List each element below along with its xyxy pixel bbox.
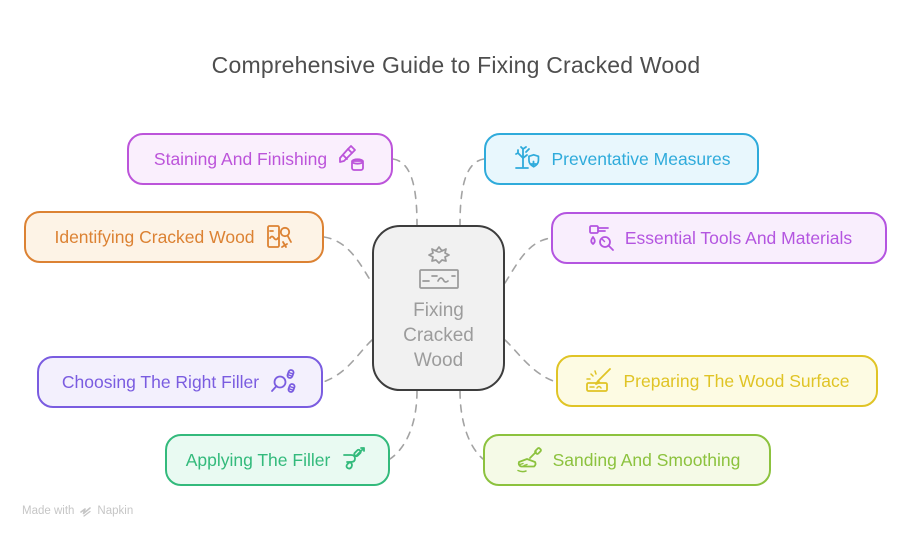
sanding-block-icon [514,445,544,475]
node-label: Choosing The Right Filler [61,371,260,392]
tools-wrench-icon [586,223,616,253]
node-label: Essential Tools And Materials [624,227,853,248]
cracked-wood-icon [418,243,460,290]
node-label: Sanding And Smoothing [552,449,741,470]
node-label: Preparing The Wood Surface [623,370,850,391]
node-preventative-measures[interactable]: Preventative Measures [484,133,759,185]
connector-preventative [459,158,485,226]
magnifier-screws-icon [268,367,298,397]
node-preparing-the-wood-surface[interactable]: Preparing The Wood Surface [556,355,878,407]
page-title: Comprehensive Guide to Fixing Cracked Wo… [211,52,701,78]
connector-identifying [323,236,373,284]
node-label: Preventative Measures [551,148,731,169]
connector-staining [392,158,418,226]
caulk-gun-icon [339,445,369,475]
board-magnifier-icon [264,222,294,252]
tree-shield-icon [513,144,543,174]
connector-choosing [322,339,373,383]
watermark-brand: Napkin [97,505,134,517]
node-identifying-cracked-wood[interactable]: Identifying Cracked Wood [24,211,324,263]
napkin-logo-icon [79,505,92,517]
node-label: Applying The Filler [185,449,331,470]
node-sanding-and-smoothing[interactable]: Sanding And Smoothing [483,434,771,486]
made-with-napkin-watermark[interactable]: Made with Napkin [22,505,133,517]
paint-brush-and-can-icon [336,144,366,174]
node-essential-tools-and-materials[interactable]: Essential Tools And Materials [551,212,887,264]
node-label: Staining And Finishing [153,148,328,169]
node-label: Identifying Cracked Wood [54,226,255,247]
watermark-prefix: Made with [22,505,75,517]
central-node-fixing-cracked-wood[interactable]: Fixing Cracked Wood [372,225,505,391]
connector-essential [504,237,552,284]
central-node-label: Fixing Cracked Wood [403,300,474,371]
node-applying-the-filler[interactable]: Applying The Filler [165,434,390,486]
node-staining-and-finishing[interactable]: Staining And Finishing [127,133,393,185]
node-choosing-the-right-filler[interactable]: Choosing The Right Filler [37,356,323,408]
connector-sanding [459,390,484,460]
connector-preparing [504,339,557,383]
connector-applying [389,390,418,460]
plank-chisel-icon [584,366,614,396]
